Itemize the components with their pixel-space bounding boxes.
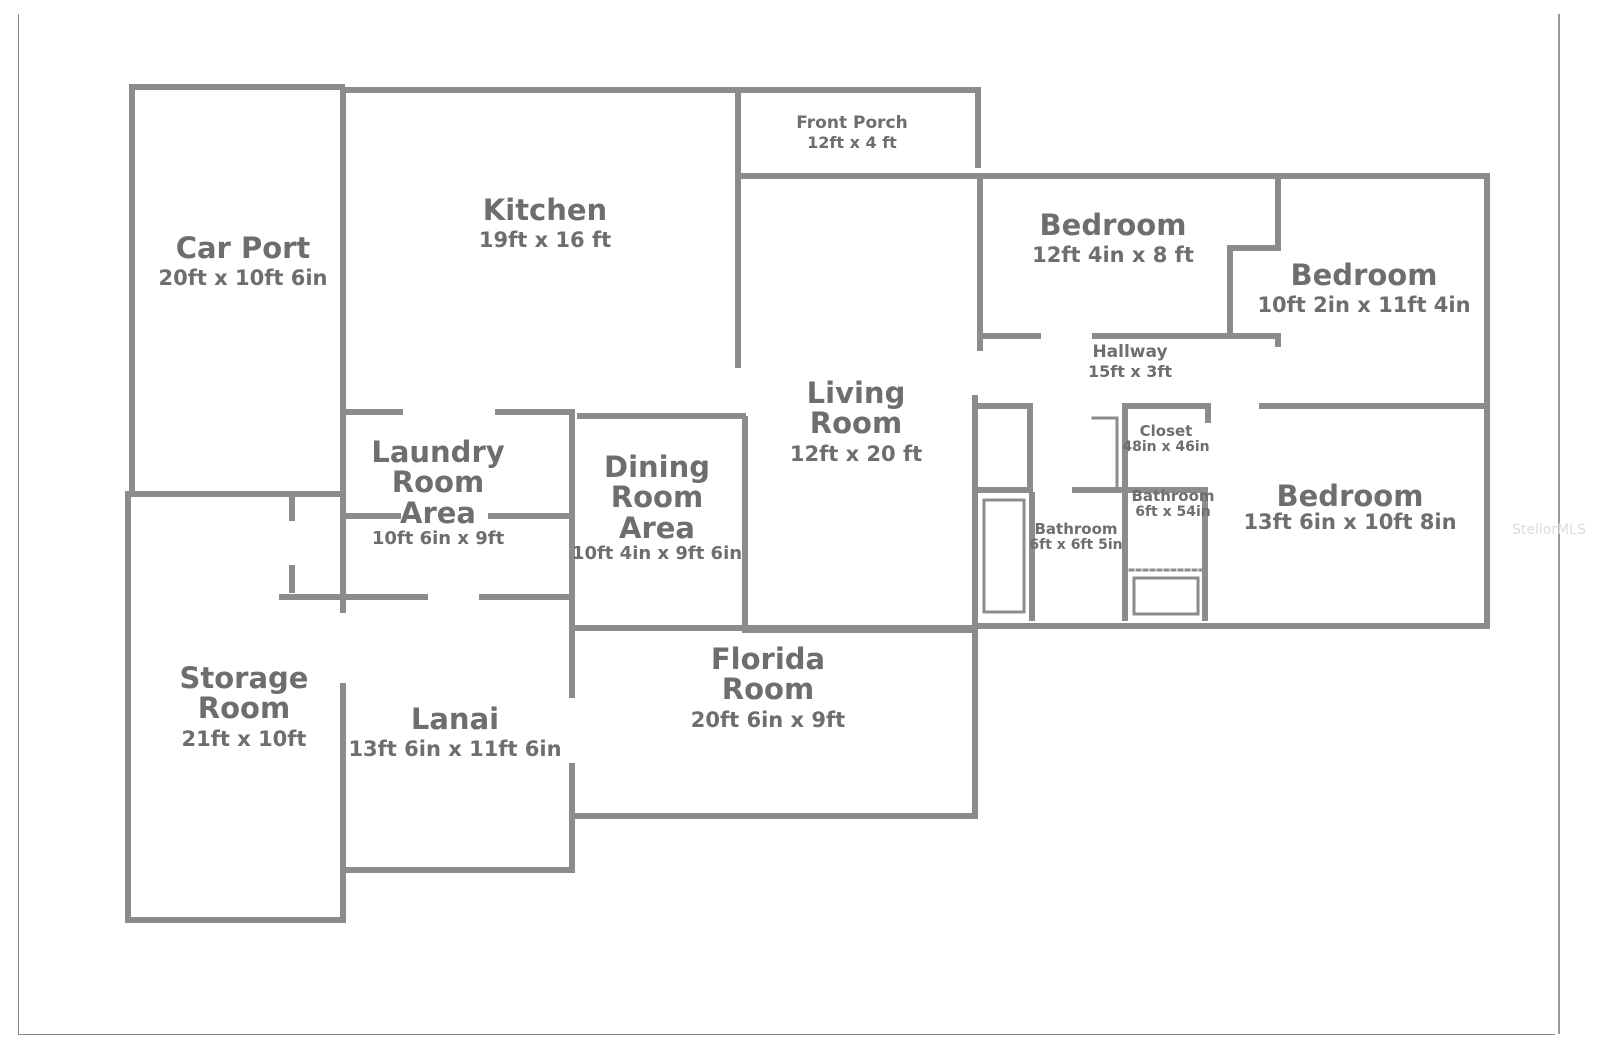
laundry-top-right xyxy=(495,409,575,698)
room-name-line2: Room xyxy=(721,672,815,707)
laundry-label: Laundry Room Area 10ft 6in x 9ft xyxy=(371,437,504,549)
dining-label: Dining Room Area 10ft 4in x 9ft 6in xyxy=(572,452,742,564)
room-name: Front Porch xyxy=(796,113,908,133)
room-name: Hallway xyxy=(1092,342,1168,362)
room-dimensions: 13ft 6in x 11ft 6in xyxy=(348,737,562,762)
storage-west xyxy=(125,491,346,923)
car-port-label: Car Port 20ft x 10ft 6in xyxy=(158,231,328,291)
room-name-line2: Room xyxy=(809,406,903,441)
room-dimensions: 12ft x 4 ft xyxy=(807,132,897,152)
bathroom-2-label: Bathroom 6ft x 54in xyxy=(1131,487,1215,520)
bathroom-1-label: Bathroom 6ft x 6ft 5in xyxy=(1029,520,1123,553)
closet-label: Closet 48in x 46in xyxy=(1122,422,1210,455)
lanai-south xyxy=(340,763,575,873)
room-dimensions: 48in x 46in xyxy=(1122,438,1210,455)
room-name: Closet xyxy=(1139,422,1193,440)
bath1-wall xyxy=(975,403,1033,493)
room-dimensions: 6ft x 54in xyxy=(1135,503,1211,520)
bedroom-divider-top xyxy=(1227,173,1281,251)
room-name-line1: Laundry xyxy=(371,435,505,469)
room-name: Bedroom xyxy=(1276,479,1424,513)
room-dimensions: 10ft 6in x 9ft xyxy=(371,528,505,550)
room-dimensions: 13ft 6in x 10ft 8in xyxy=(1243,510,1457,535)
room-name: Bathroom xyxy=(1131,487,1215,505)
lanai-label: Lanai 13ft 6in x 11ft 6in xyxy=(348,702,562,762)
bath1-tub xyxy=(982,498,1026,614)
bedroom-3-label: Bedroom 13ft 6in x 10ft 8in xyxy=(1243,479,1457,535)
room-name: Lanai xyxy=(410,702,500,736)
bedroom-2-label: Bedroom 10ft 2in x 11ft 4in xyxy=(1257,258,1471,318)
kitchen-wall xyxy=(340,87,741,493)
closet-inner xyxy=(1091,416,1119,490)
florida-room-label: Florida Room 20ft 6in x 9ft xyxy=(691,644,845,731)
room-name-line2: Room xyxy=(197,691,291,726)
page-frame-right-edge xyxy=(1558,14,1560,1034)
florida-east xyxy=(569,625,978,819)
room-name: Bedroom xyxy=(1039,208,1187,242)
room-dimensions: 10ft 4in x 9ft 6in xyxy=(571,543,743,565)
room-dimensions: 20ft x 10ft 6in xyxy=(158,266,328,291)
room-dimensions: 19ft x 16 ft xyxy=(478,228,612,253)
closet-wall xyxy=(1122,403,1211,423)
room-dimensions: 10ft 2in x 11ft 4in xyxy=(1257,293,1471,318)
room-name: Bedroom xyxy=(1290,258,1438,292)
hallway-label: Hallway 15ft x 3ft xyxy=(1087,342,1173,381)
page-frame xyxy=(18,14,1555,1035)
living-room-label: Living Room 12ft x 20 ft xyxy=(790,378,922,465)
bath2-tub xyxy=(1132,576,1200,616)
porch-dotted-outline xyxy=(735,87,981,171)
room-name-line3: Area xyxy=(400,495,476,530)
room-name-line3: Area xyxy=(619,510,695,545)
carport-dotted-outline xyxy=(129,84,346,491)
room-name-line1: Living xyxy=(806,376,906,410)
storage-room-label: Storage Room 21ft x 10ft xyxy=(180,663,309,750)
room-name-line1: Storage xyxy=(179,661,309,695)
dining-dotted xyxy=(577,413,748,631)
room-dimensions: 20ft 6in x 9ft xyxy=(690,707,846,732)
room-name: Kitchen xyxy=(482,193,608,227)
room-dimensions: 15ft x 3ft xyxy=(1087,361,1173,381)
room-dimensions: 12ft x 20 ft xyxy=(789,441,923,466)
room-dimensions: 12ft 4in x 8 ft xyxy=(1032,243,1194,268)
room-name-line1: Dining xyxy=(603,450,711,484)
room-name-line2: Room xyxy=(610,480,704,515)
room-name-line2: Room xyxy=(391,465,485,500)
kitchen-label: Kitchen 19ft x 16 ft xyxy=(478,193,612,253)
room-name-line1: Florida xyxy=(710,642,826,676)
room-name: Bathroom xyxy=(1034,520,1118,538)
room-name: Car Port xyxy=(175,231,311,265)
watermark: StellorMLS xyxy=(1512,522,1586,538)
bedroom-1-label: Bedroom 12ft 4in x 8 ft xyxy=(1032,208,1194,268)
front-porch-label: Front Porch 12ft x 4 ft xyxy=(796,113,908,152)
room-dimensions: 6ft x 6ft 5in xyxy=(1029,536,1123,553)
storage-wall xyxy=(125,491,346,613)
room-dimensions: 21ft x 10ft xyxy=(181,726,307,751)
